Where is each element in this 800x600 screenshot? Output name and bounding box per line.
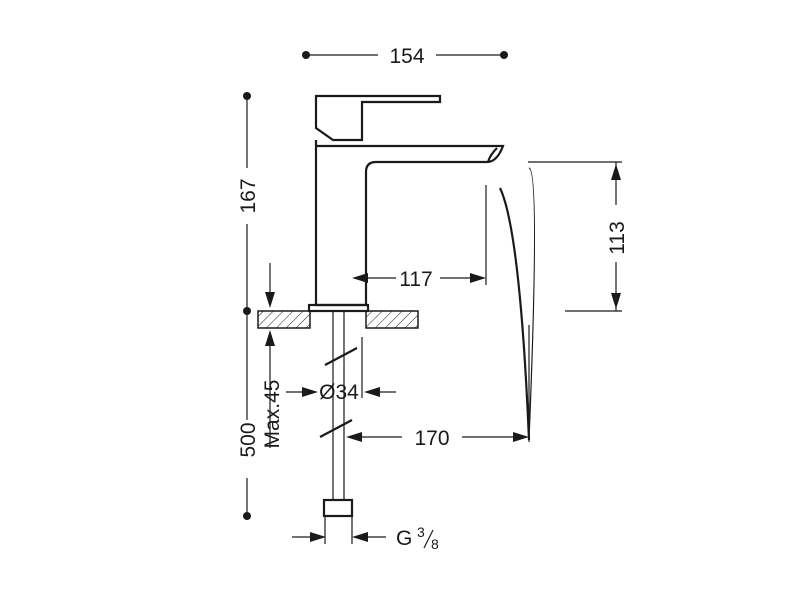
- water-stream: [499, 167, 536, 441]
- dim-total-height: 167: [237, 92, 260, 315]
- dim-spout-height: 113: [528, 161, 629, 312]
- stream-reach-label: 170: [414, 427, 449, 450]
- connector-nut: [322, 498, 354, 518]
- total-height-label: 167: [237, 178, 260, 213]
- deck-left: [257, 310, 311, 329]
- total-width-label: 154: [389, 45, 424, 68]
- spout-height-label: 113: [606, 221, 629, 254]
- spout-projection-label: 117: [399, 268, 432, 291]
- dim-spout-projection: 117: [352, 185, 487, 291]
- hole-diameter-label: Ø34: [319, 381, 359, 404]
- deck-right: [365, 310, 419, 329]
- connection-thread-label: G: [396, 527, 412, 550]
- dim-stream-reach: 170: [346, 325, 530, 450]
- hose-length-label: 500: [237, 422, 260, 457]
- dim-deck-thickness: Max.45: [261, 263, 284, 448]
- spout-outline: [314, 140, 505, 307]
- deck-section: [257, 310, 419, 329]
- dim-connection-thread: G 3 8: [292, 516, 439, 552]
- faucet-body: [307, 94, 505, 313]
- dim-total-width: 154: [302, 45, 508, 68]
- base-flange: [307, 303, 370, 313]
- dim-hose-length: 500: [237, 311, 260, 520]
- lever-handle: [314, 94, 442, 142]
- connection-fraction-denominator: 8: [431, 536, 439, 552]
- deck-thickness-label: Max.45: [261, 380, 284, 449]
- connection-fraction-numerator: 3: [417, 524, 425, 540]
- dim-hole-diameter: Ø34: [286, 337, 396, 404]
- supply-hose: [319, 311, 358, 518]
